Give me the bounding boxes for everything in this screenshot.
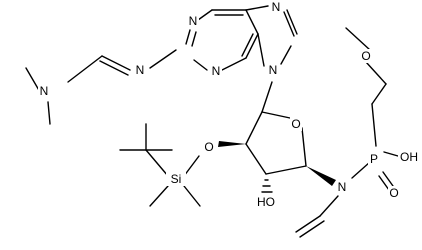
- bond: [261, 111, 291, 119]
- bond: [191, 31, 197, 47]
- bond: [145, 149, 169, 177]
- atom-label-purine-n1: N: [212, 64, 221, 78]
- bond: [295, 215, 321, 233]
- bond: [301, 127, 307, 167]
- bond: [183, 155, 200, 177]
- bond: [183, 185, 201, 207]
- bond: [241, 33, 254, 57]
- purine-ring: [185, 5, 298, 71]
- bond: [283, 11, 295, 37]
- atom-label-phosphorus: P: [370, 152, 378, 166]
- bond: [193, 59, 208, 71]
- bond: [185, 29, 191, 45]
- bond: [99, 60, 129, 76]
- bond: [149, 49, 177, 69]
- bond: [345, 27, 371, 51]
- bond: [245, 143, 267, 175]
- bond: [257, 33, 265, 67]
- vinyl-phosphonamide-group: [295, 27, 399, 238]
- atom-label-purine-n3: N: [189, 14, 198, 28]
- bond: [25, 67, 41, 93]
- atom-label-phosphoryl-o: O: [389, 186, 398, 200]
- bond: [149, 185, 169, 207]
- bond: [382, 171, 394, 187]
- bond: [67, 55, 103, 83]
- bond: [245, 111, 263, 145]
- atom-label-purine-n7: N: [272, 0, 281, 14]
- bond: [280, 45, 292, 65]
- dimethylformamidine-group: [25, 49, 177, 125]
- atom-label-ring-o: O: [291, 117, 300, 131]
- atom-label-purine-n9: N: [269, 63, 278, 77]
- bond: [383, 151, 399, 157]
- atom-labels: N N N N N N O Si O HO N P O OH O: [38, 0, 420, 209]
- bond: [286, 9, 298, 35]
- wedge-bond: [218, 141, 246, 147]
- bond: [245, 33, 259, 59]
- bond: [371, 83, 387, 105]
- atom-label-phosphonic-oh: OH: [400, 150, 418, 164]
- atom-label-amide-n: N: [338, 180, 347, 194]
- bond: [365, 61, 387, 85]
- bond: [299, 220, 325, 238]
- atom-label-silyl-ether-o: O: [204, 140, 213, 154]
- bond: [101, 55, 131, 71]
- bond: [221, 57, 247, 71]
- bond: [371, 103, 377, 147]
- bond: [351, 161, 371, 179]
- furanose-ring: [218, 81, 336, 193]
- bond: [197, 9, 213, 21]
- atom-label-methoxy-o: O: [361, 49, 370, 63]
- bond: [265, 165, 307, 175]
- wedge-bond: [306, 166, 336, 186]
- atom-label-hydroxyl: HO: [257, 195, 275, 209]
- bond: [378, 175, 390, 191]
- bond: [319, 195, 339, 217]
- bond: [47, 101, 51, 125]
- bond: [245, 9, 259, 35]
- bond: [261, 81, 273, 113]
- atom-label-dimethylamino-n: N: [40, 84, 49, 98]
- atom-label-imine-n: N: [136, 63, 145, 77]
- tbs-group: [119, 123, 201, 207]
- atom-label-silicon: Si: [171, 172, 182, 186]
- bond: [245, 5, 269, 11]
